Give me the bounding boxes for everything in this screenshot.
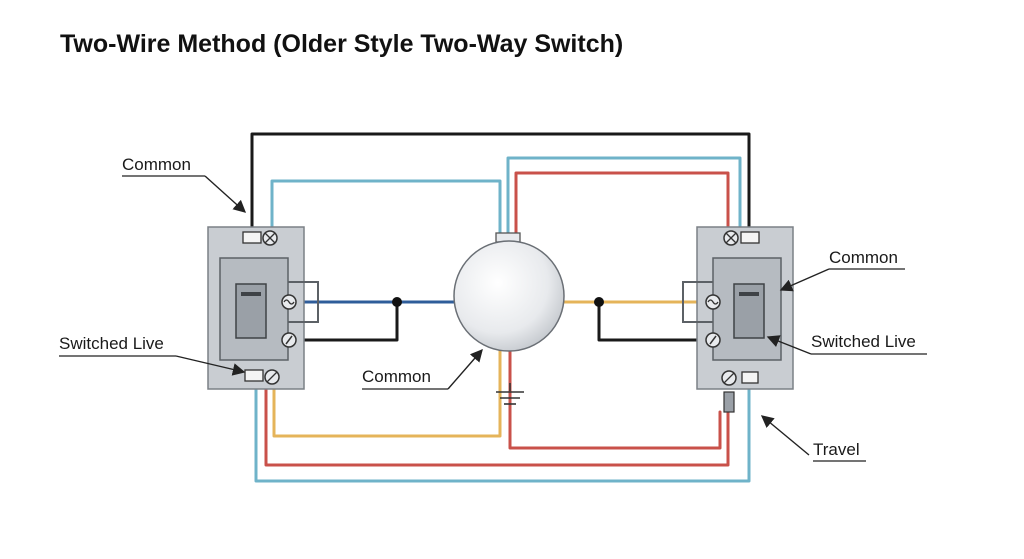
junction-dot-left bbox=[392, 297, 402, 307]
page-title: Two-Wire Method (Older Style Two-Way Swi… bbox=[60, 30, 623, 58]
left-bottom-terminal-block bbox=[244, 369, 264, 382]
left-top-terminal-block bbox=[242, 231, 262, 244]
label-left-common: Common bbox=[122, 155, 191, 174]
wires bbox=[250, 132, 751, 483]
junction-dot-right bbox=[594, 297, 604, 307]
label-right-common: Common bbox=[829, 248, 898, 267]
label-right-switched-live: Switched Live bbox=[811, 332, 916, 351]
red-wire-lamp-down bbox=[508, 348, 722, 450]
right-bottom-connector bbox=[723, 391, 735, 413]
blue-wire-bottom bbox=[254, 387, 751, 483]
lamp bbox=[453, 232, 565, 405]
blue-wire-upper-left bbox=[270, 179, 502, 237]
label-center-common: Common bbox=[362, 367, 431, 386]
red-wire-upper bbox=[514, 171, 730, 237]
right-bracket bbox=[682, 281, 713, 323]
label-travel: Travel bbox=[813, 440, 860, 459]
right-switch bbox=[682, 226, 794, 413]
annotations: Common Switched Live Common Common Switc… bbox=[59, 155, 927, 462]
label-left-switched-live: Switched Live bbox=[59, 334, 164, 353]
yellow-wire-bottom bbox=[272, 348, 502, 438]
black-wire-left-mid bbox=[288, 300, 399, 342]
black-wire-right-mid bbox=[597, 300, 714, 342]
right-bottom-terminal-block bbox=[741, 371, 759, 384]
black-wire-top bbox=[250, 132, 751, 228]
right-top-terminal-block bbox=[740, 231, 760, 244]
blue-wire-upper-right bbox=[506, 156, 742, 237]
red-wire-bottom bbox=[264, 387, 730, 467]
left-switch bbox=[207, 226, 319, 390]
left-bracket bbox=[288, 281, 319, 323]
lamp-globe-icon bbox=[453, 240, 565, 352]
